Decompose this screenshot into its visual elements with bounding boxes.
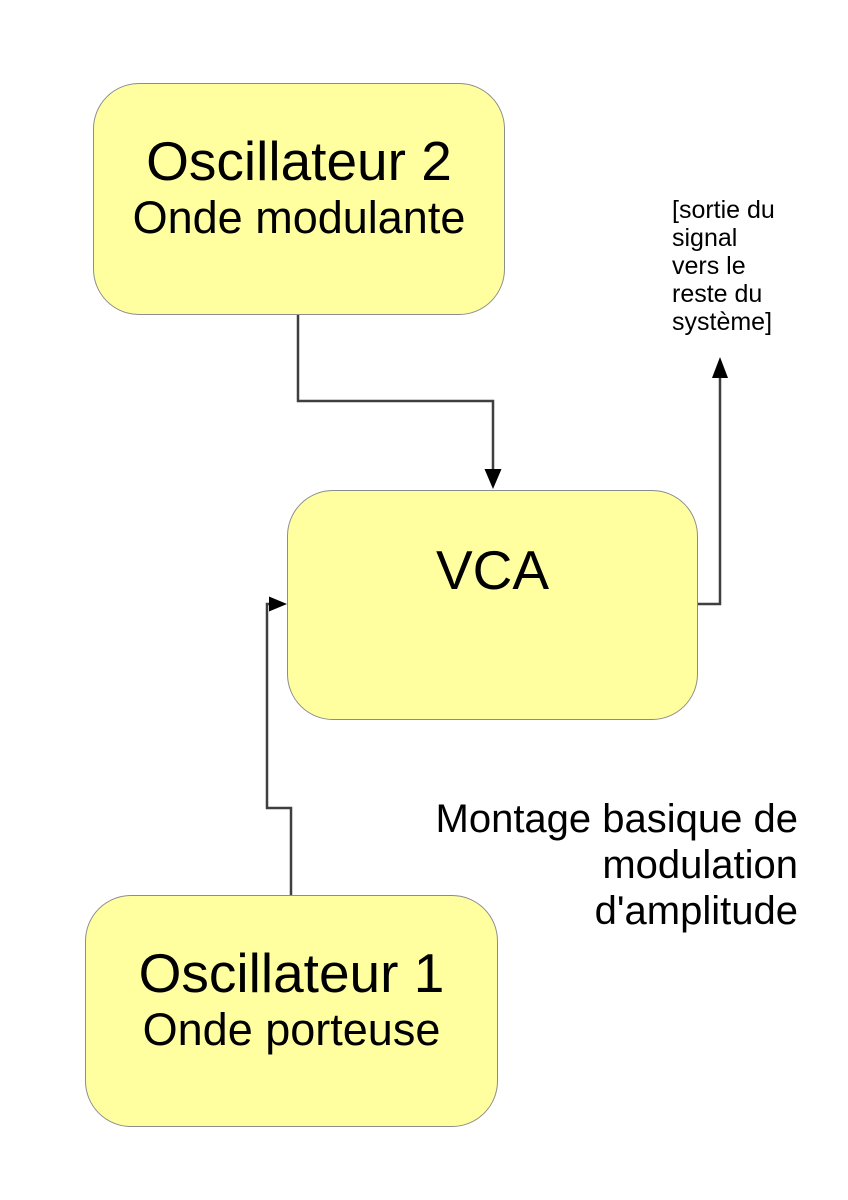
node-oscillator-1: Oscillateur 1 Onde porteuse xyxy=(85,895,498,1127)
node-vca: VCA xyxy=(287,490,698,720)
arrowhead-up-icon xyxy=(712,357,728,378)
node-oscillator-2-subtitle: Onde modulante xyxy=(132,192,466,243)
connector-osc2-to-vca xyxy=(296,315,502,489)
arrowhead-down-icon xyxy=(484,469,502,489)
connector-vca-to-output-line xyxy=(697,376,722,606)
diagram-caption: Montage basique de modulation d'amplitud… xyxy=(436,796,799,934)
connector-vca-to-output xyxy=(697,357,728,606)
node-oscillator-1-title: Oscillateur 1 xyxy=(138,942,445,1004)
diagram-caption-line: d'amplitude xyxy=(594,889,798,933)
node-oscillator-1-subtitle: Onde porteuse xyxy=(142,1004,441,1055)
connector-osc2-to-vca-line xyxy=(296,315,495,471)
arrowhead-right-icon xyxy=(269,596,287,612)
diagram-caption-line: Montage basique de xyxy=(435,797,799,841)
output-signal-note-line: signal xyxy=(672,224,738,252)
output-signal-note-line: vers le xyxy=(672,252,746,280)
output-signal-note-line: [sortie du xyxy=(672,196,775,224)
output-signal-note-line: reste du xyxy=(672,280,763,308)
node-vca-title: VCA xyxy=(435,539,550,601)
node-oscillator-2-title: Oscillateur 2 xyxy=(146,130,452,192)
output-signal-note: [sortie du signal vers le reste du systè… xyxy=(672,196,775,336)
output-signal-note-line: système] xyxy=(672,308,773,336)
node-oscillator-2: Oscillateur 2 Onde modulante xyxy=(93,83,505,315)
diagram-caption-line: modulation xyxy=(602,843,798,887)
